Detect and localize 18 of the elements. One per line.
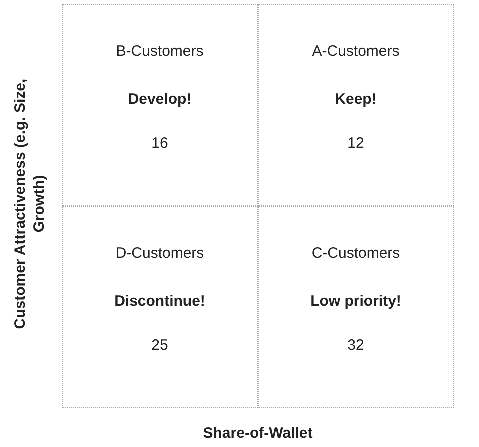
matrix-quadrant	[62, 206, 258, 408]
count-value: 32	[346, 337, 366, 354]
matrix-quadrant	[258, 4, 454, 206]
x-axis-label: Share-of-Wallet	[202, 425, 314, 442]
quadrant-heading: A-Customers	[311, 43, 401, 60]
count-value: 25	[150, 337, 170, 354]
matrix-quadrant	[258, 206, 454, 408]
count-value: 16	[150, 135, 170, 152]
action-label: Discontinue!	[114, 293, 206, 310]
count-value: 12	[346, 135, 366, 152]
matrix-quadrant	[62, 4, 258, 206]
quadrant-heading: B-Customers	[115, 43, 205, 60]
quadrant-heading: D-Customers	[114, 245, 206, 262]
quadrant-heading: C-Customers	[310, 245, 402, 262]
y-axis-label: Customer Attractiveness (e.g. Size, Growth)	[11, 78, 49, 332]
action-label: Low priority!	[310, 293, 402, 310]
action-label: Keep!	[334, 91, 378, 108]
action-label: Develop!	[127, 91, 193, 108]
